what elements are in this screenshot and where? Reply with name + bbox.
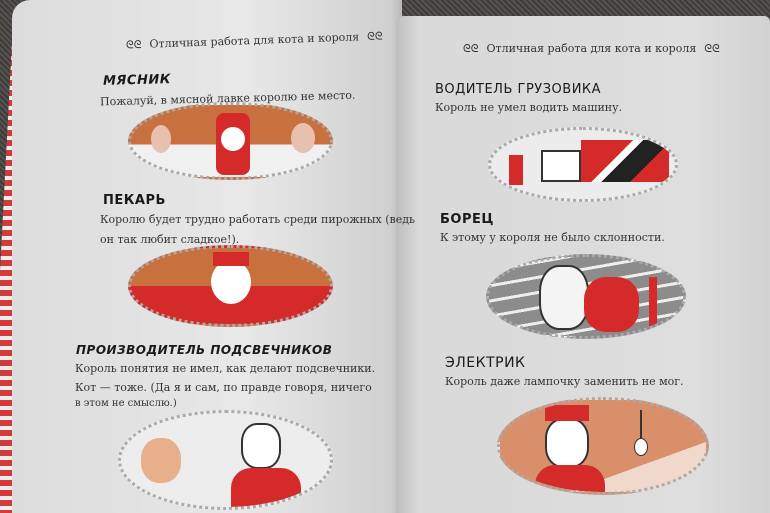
wrestler-illustration xyxy=(486,254,686,339)
section-title-electrician: ЭЛЕКТРИК xyxy=(445,355,526,371)
section-title-wrestler: БОРЕЦ xyxy=(440,212,494,227)
candlestick-illustration xyxy=(118,410,333,510)
ornament-icon: ᘓᘓ xyxy=(463,42,479,55)
truck-illustration xyxy=(488,127,678,202)
header-text: Отличная работа для кота и короля xyxy=(486,42,697,55)
section-text: Король даже лампочку заменить не мог. xyxy=(445,375,684,388)
ornament-icon: ᘓᘓ xyxy=(125,37,142,52)
section-title-baker: ПЕКАРЬ xyxy=(103,193,166,208)
right-running-header: ᘓᘓ Отличная работа для кота и короля ᘓᘓ xyxy=(455,42,728,56)
section-title-butcher: МЯСНИК xyxy=(102,72,172,89)
section-title-truck-driver: ВОДИТЕЛЬ ГРУЗОВИКА xyxy=(435,82,602,97)
butcher-illustration xyxy=(128,102,333,180)
electrician-illustration xyxy=(497,397,709,495)
section-text: он так любит сладкое!). xyxy=(100,233,240,246)
section-text: К этому у короля не было склонности. xyxy=(440,231,665,244)
ornament-icon: ᘓᘓ xyxy=(704,42,720,55)
section-text: Король не умел водить машину. xyxy=(435,101,623,114)
section-text: Кот — тоже. (Да я и сам, по правде говор… xyxy=(75,381,372,394)
baker-illustration xyxy=(128,245,333,327)
section-text: Король понятия не имел, как делают подсв… xyxy=(75,362,376,375)
ornament-icon: ᘓᘓ xyxy=(366,29,383,44)
section-text: в этом не смыслю.) xyxy=(75,398,177,409)
section-text: Королю будет трудно работать среди пирож… xyxy=(100,213,416,226)
section-title-candlestick-maker: ПРОИЗВОДИТЕЛЬ ПОДСВЕЧНИКОВ xyxy=(76,343,333,357)
